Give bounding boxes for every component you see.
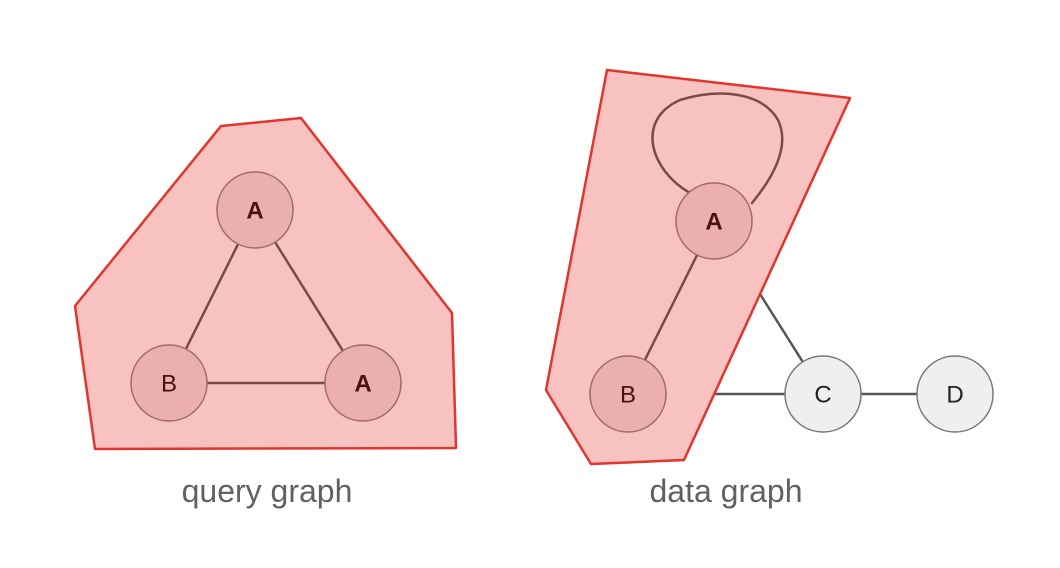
query-node-a-right: A [324,344,402,422]
data-node-a: A [675,182,753,260]
data-edge-a-self-loop [651,92,784,205]
query-match-region [73,116,458,451]
query-node-a-top: A [216,171,294,249]
node-label: A [705,209,722,236]
data-node-d: D [916,355,994,433]
data-node-b: B [589,355,667,433]
node-label: B [161,371,177,398]
query-graph: A B A query graph [73,116,458,509]
data-node-c: C [784,355,862,433]
node-label: C [814,382,831,409]
node-label: A [246,198,263,225]
data-graph: A B C D data graph [544,68,994,509]
query-node-b: B [130,344,208,422]
node-label: B [620,382,636,409]
query-graph-caption: query graph [182,473,353,509]
node-label: D [946,382,963,409]
data-graph-caption: data graph [649,473,802,509]
node-label: A [354,371,371,398]
